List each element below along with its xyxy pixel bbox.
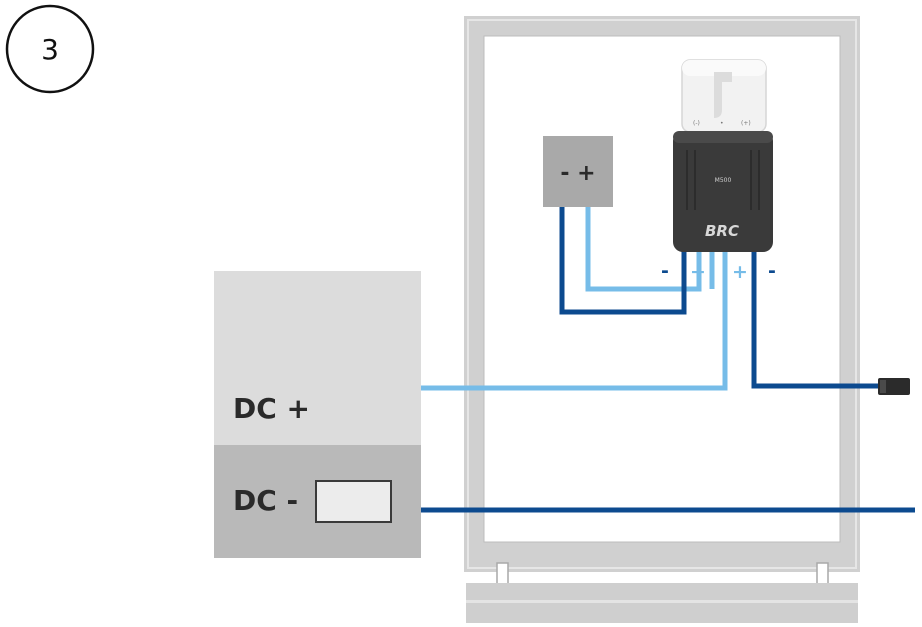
optimizer-terminals: - + + - bbox=[661, 260, 776, 283]
dc-positive-label: DC + bbox=[233, 392, 310, 425]
step-number: 3 bbox=[41, 33, 59, 66]
optimizer-ribs bbox=[686, 150, 760, 210]
junction-box-body bbox=[543, 136, 613, 207]
wires bbox=[421, 200, 915, 513]
optimizer-cap-top bbox=[682, 60, 766, 76]
optimizer-mark-right: (+) bbox=[741, 120, 751, 127]
power-optimizer: (-) • (+) M500 BRC bbox=[673, 59, 773, 252]
module-frame-bevel bbox=[467, 19, 857, 569]
optimizer-brand: BRC bbox=[705, 222, 739, 240]
terminal-in-minus: - bbox=[768, 260, 776, 282]
module-frame bbox=[464, 16, 860, 572]
wire-dc-positive bbox=[421, 245, 728, 391]
dc-negative-terminal-block bbox=[315, 480, 392, 523]
optimizer-model: M500 bbox=[715, 177, 732, 184]
dc-negative-label: DC - bbox=[233, 484, 298, 517]
module-base bbox=[466, 562, 858, 623]
optimizer-mark-left: (-) bbox=[693, 120, 700, 127]
connector-plug bbox=[878, 378, 910, 395]
terminal-out-plus: + bbox=[690, 261, 706, 283]
power-box-upper bbox=[214, 271, 421, 445]
module-foot-left bbox=[496, 562, 509, 586]
connector-plug-ridge bbox=[880, 380, 886, 393]
step-badge-circle bbox=[5, 4, 95, 94]
junction-box-label: - + bbox=[560, 161, 595, 186]
wire-junction-negative bbox=[559, 200, 687, 315]
optimizer-hook-icon bbox=[714, 72, 732, 118]
step-badge: 3 bbox=[5, 4, 95, 94]
optimizer-mark-mid: • bbox=[720, 120, 724, 127]
junction-box: - + bbox=[543, 136, 613, 207]
wire-junction-positive bbox=[585, 200, 702, 292]
base-rail-highlight bbox=[466, 600, 858, 603]
terminal-out-minus: - bbox=[661, 260, 669, 282]
module-foot-right bbox=[816, 562, 829, 586]
terminal-in-plus: + bbox=[732, 261, 748, 283]
optimizer-body-top bbox=[673, 131, 773, 143]
optimizer-body bbox=[673, 131, 773, 252]
power-box: DC + DC - bbox=[214, 271, 421, 558]
wire-output-negative bbox=[751, 245, 880, 389]
